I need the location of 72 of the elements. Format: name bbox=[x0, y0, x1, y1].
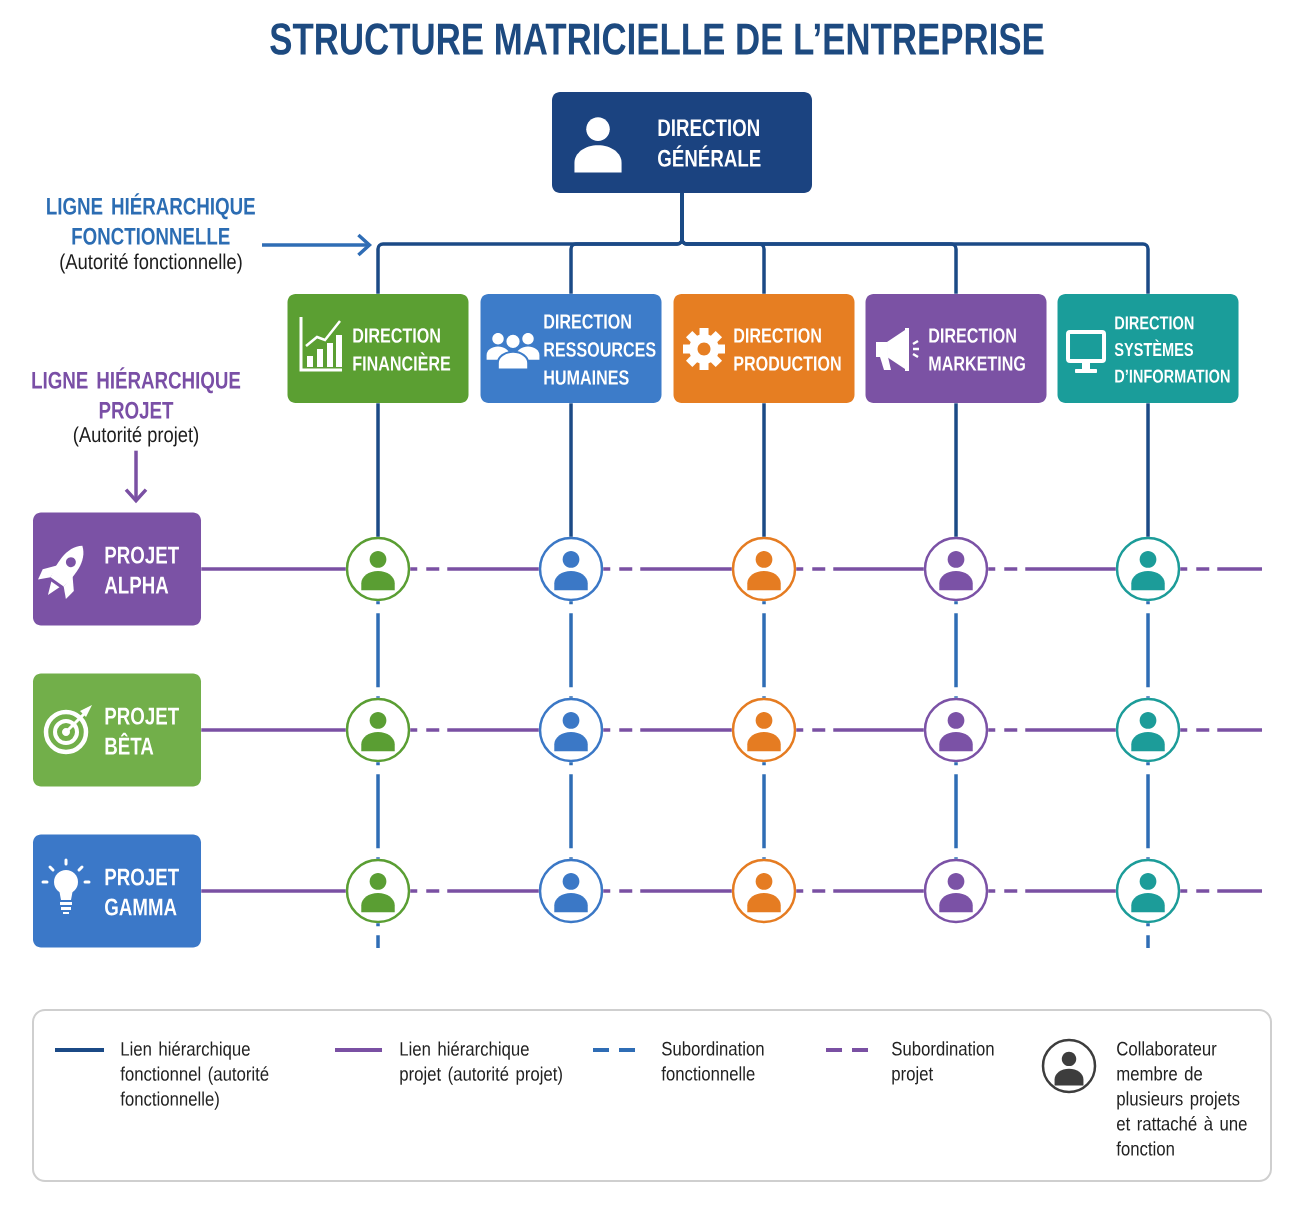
director-box: DIRECTION GÉNÉRALE bbox=[552, 92, 812, 193]
dashed-line bbox=[796, 889, 924, 893]
dashed-line bbox=[954, 601, 958, 698]
employee-icon bbox=[345, 697, 411, 763]
title: STRUCTURE MATRICIELLE DE L’ENTREPRISE bbox=[270, 23, 1044, 55]
dashed-line bbox=[410, 728, 539, 732]
employee-icon bbox=[923, 536, 989, 602]
employee-icon bbox=[538, 858, 604, 924]
dashed-line bbox=[1180, 567, 1262, 571]
side-heading: LIGNE HIÉRARCHIQUE PROJET bbox=[32, 367, 241, 419]
dashed-line bbox=[569, 601, 573, 698]
side-note: (Autorité projet) bbox=[73, 426, 199, 447]
connector-line bbox=[680, 193, 1150, 294]
employee-icon bbox=[345, 858, 411, 924]
legend-text: Subordination fonctionnelle bbox=[661, 1041, 764, 1081]
connector-line bbox=[1146, 403, 1150, 537]
dashed-line bbox=[1180, 728, 1262, 732]
dashed-line bbox=[954, 762, 958, 859]
dashed-line bbox=[603, 889, 732, 893]
dashed-line bbox=[762, 762, 766, 859]
employee-icon bbox=[1115, 858, 1181, 924]
dashed-line bbox=[796, 728, 924, 732]
employee-icon bbox=[731, 697, 797, 763]
employee-icon bbox=[923, 858, 989, 924]
project-box: PROJET ALPHA bbox=[33, 512, 201, 626]
department-box: DIRECTION RESSOURCES HUMAINES bbox=[480, 294, 662, 403]
dashed-line bbox=[376, 762, 380, 859]
arrow bbox=[124, 450, 148, 504]
employee-icon bbox=[731, 858, 797, 924]
dashed-line bbox=[1146, 601, 1150, 698]
connector-line bbox=[201, 567, 346, 571]
connector-line bbox=[954, 403, 958, 537]
dashed-line bbox=[603, 567, 732, 571]
project-box: PROJET GAMMA bbox=[33, 834, 201, 948]
legend-text: Collaborateur membre de plusieurs projets et rattaché à une fonction bbox=[1116, 1041, 1247, 1156]
connector-line bbox=[762, 403, 766, 537]
employee-icon bbox=[923, 697, 989, 763]
connector-line bbox=[569, 403, 573, 537]
dashed-line bbox=[988, 728, 1116, 732]
department-box: DIRECTION PRODUCTION bbox=[673, 294, 855, 403]
connector-line bbox=[201, 889, 346, 893]
dashed-line bbox=[988, 567, 1116, 571]
side-heading: LIGNE HIÉRARCHIQUE FONCTIONNELLE bbox=[47, 193, 255, 245]
dashed-line bbox=[376, 923, 380, 948]
employee-icon bbox=[1115, 536, 1181, 602]
employee-icon bbox=[1115, 697, 1181, 763]
dashed-line bbox=[410, 889, 539, 893]
dashed-line bbox=[569, 762, 573, 859]
dashed-line bbox=[1146, 923, 1150, 948]
dashed-line bbox=[1146, 762, 1150, 859]
project-box: PROJET BÊTA bbox=[33, 673, 201, 787]
dashed-line bbox=[410, 567, 539, 571]
dashed-line bbox=[988, 889, 1116, 893]
dashed-line bbox=[796, 567, 924, 571]
arrow bbox=[262, 233, 372, 257]
dashed-line bbox=[603, 728, 732, 732]
legend-text: Lien hiérarchique fonctionnel (autorité fonctionnelle) bbox=[120, 1041, 269, 1110]
dashed-line bbox=[1180, 889, 1262, 893]
side-note: (Autorité fonctionnelle) bbox=[60, 253, 242, 274]
dashed-line bbox=[376, 601, 380, 698]
employee-icon bbox=[731, 536, 797, 602]
employee-icon bbox=[345, 536, 411, 602]
department-box: DIRECTION FINANCIÈRE bbox=[287, 294, 469, 403]
dashed-line bbox=[762, 601, 766, 698]
connector-line bbox=[201, 728, 346, 732]
department-box: DIRECTION MARKETING bbox=[865, 294, 1047, 403]
connector-line bbox=[376, 403, 380, 537]
legend-text: Lien hiérarchique projet (autorité projet) bbox=[400, 1041, 562, 1085]
employee-icon bbox=[538, 697, 604, 763]
legend-text: Subordination projet bbox=[892, 1041, 994, 1085]
department-box: DIRECTION SYSTÈMES D’INFORMATION bbox=[1057, 294, 1239, 403]
employee-icon bbox=[538, 536, 604, 602]
